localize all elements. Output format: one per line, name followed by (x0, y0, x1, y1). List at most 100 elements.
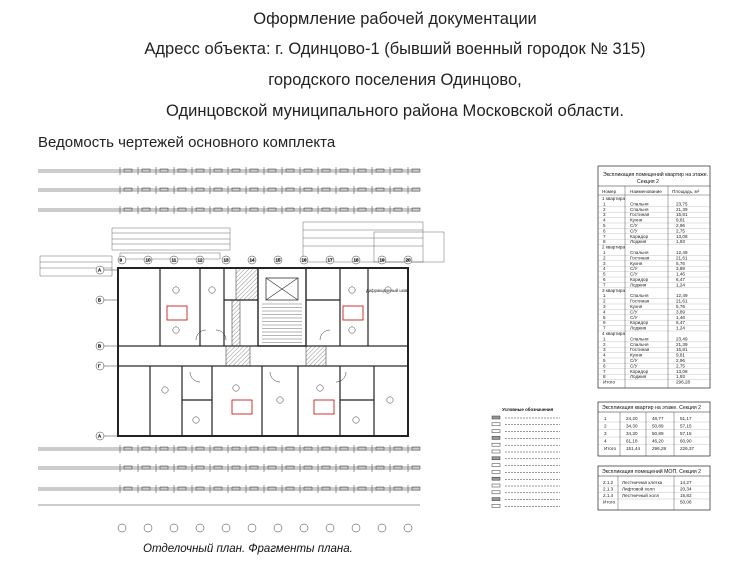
table-cell: 1 (603, 250, 606, 255)
table-cell: С/У (630, 272, 638, 277)
table-cell: 3 (603, 347, 606, 352)
total-label: Итого (604, 446, 616, 451)
table-cell: 34,30 (626, 424, 638, 429)
document-district-line: Одинцовской муниципального района Москов… (166, 102, 624, 120)
table-cell: 6 (603, 277, 606, 282)
table-cell: 15,81 (676, 212, 688, 217)
strip-window (195, 465, 205, 470)
table-cell: 12,49 (676, 250, 688, 255)
table-cell: 4 (604, 439, 607, 444)
axis-bubble (221, 255, 231, 265)
axis-bubble (143, 255, 153, 265)
strip-window (231, 187, 241, 192)
strip-window (231, 446, 241, 451)
table-cell: 12,49 (676, 293, 688, 298)
table-cell: Лоджия (630, 239, 647, 244)
strip-window (321, 187, 331, 192)
table-cell: 34,30 (626, 431, 638, 436)
axis-bubble (221, 523, 231, 533)
table-cell: Гостиная (630, 212, 650, 217)
room-schedule-table: Экспликация помещений квартир на этаже. … (597, 165, 711, 389)
document-settlement-line: городского поселения Одинцово, (268, 71, 522, 89)
table-cell: 57,15 (680, 431, 692, 436)
axis-bubble (117, 255, 127, 265)
table-cell: Спальня (630, 293, 649, 298)
axis-bubble (247, 523, 257, 533)
axis-bubble (325, 255, 335, 265)
strip-window (213, 207, 223, 212)
table-cell: 5 (603, 358, 606, 363)
axis-number: 10 (146, 258, 152, 263)
table-cell: Спальня (630, 207, 649, 212)
total-label: Итого (603, 500, 615, 505)
table-cell: 21,39 (676, 207, 688, 212)
axis-bubble (377, 255, 387, 265)
table-cell: 2 (603, 255, 606, 260)
room-tag-marker (161, 386, 169, 394)
strip-window (357, 168, 367, 173)
legend-swatch (491, 483, 501, 488)
table-cell: Коридор (630, 320, 649, 325)
table-cell: 1 (603, 201, 606, 206)
strip-window (339, 168, 349, 173)
table-cell: 24,20 (626, 416, 638, 421)
strip-window (285, 486, 295, 491)
table-cell: 5 (603, 315, 606, 320)
strip-window (231, 486, 241, 491)
axis-bubble (117, 523, 127, 533)
room-schedule-subtitle: Секция 2 (637, 179, 659, 185)
legend-block: Условные обозначения (491, 407, 560, 508)
axis-bubble (273, 523, 283, 533)
strip-window (267, 168, 277, 173)
strip-window (303, 187, 313, 192)
table-cell: 1 (603, 293, 606, 298)
apartments-table-title: Экспликация квартир на этаже. Секция 2 (602, 405, 701, 411)
common-areas-table: Экспликация помещений МОП. Секция 2 2.1.… (597, 465, 711, 511)
strip-window (141, 486, 151, 491)
section-heading: Ведомость чертежей основного комплекта (38, 134, 336, 151)
table-cell: 6,47 (676, 277, 685, 282)
column-header: Наименование (630, 189, 662, 194)
table-cell: 4 (603, 266, 606, 271)
table-cell: 6,47 (676, 320, 685, 325)
table-cell: Лоджия (630, 374, 647, 379)
strip-window (177, 168, 187, 173)
axis-number: 18 (354, 258, 360, 263)
table-cell: Коридор (630, 277, 649, 282)
strip-window (213, 187, 223, 192)
axis-number: 11 (172, 258, 177, 263)
room-tag-marker (352, 416, 360, 424)
strip-window (375, 446, 385, 451)
table-cell: 9,81 (676, 218, 685, 223)
strip-window (141, 168, 151, 173)
room-tag-marker (172, 326, 180, 334)
strip-window (267, 187, 277, 192)
table-cell: 2,75 (676, 363, 685, 368)
table-cell: 61,18 (626, 439, 638, 444)
table-cell: 5 (603, 223, 606, 228)
strip-window (141, 207, 151, 212)
legend-swatch (491, 490, 501, 495)
room-tag-marker (276, 396, 284, 404)
table-cell: 50,89 (652, 431, 664, 436)
strip-window (159, 187, 169, 192)
table-cell: 1,93 (676, 239, 685, 244)
strip-window (321, 465, 331, 470)
strip-window (285, 446, 295, 451)
strip-window (231, 465, 241, 470)
table-cell: 4 (603, 309, 606, 314)
table-cell: 51,17 (680, 416, 692, 421)
legend-swatch (491, 504, 501, 508)
column-header: Номер (602, 189, 617, 194)
axis-number: 13 (224, 258, 230, 263)
strip-window (249, 207, 259, 212)
strip-window (123, 486, 133, 491)
table-cell: Коридор (630, 369, 649, 374)
table-cell: 2,96 (676, 223, 685, 228)
table-cell: С/У (630, 309, 638, 314)
strip-window (231, 207, 241, 212)
table-cell: 1,46 (676, 315, 685, 320)
table-cell: 2 (603, 342, 606, 347)
table-cell: 50,89 (652, 424, 664, 429)
